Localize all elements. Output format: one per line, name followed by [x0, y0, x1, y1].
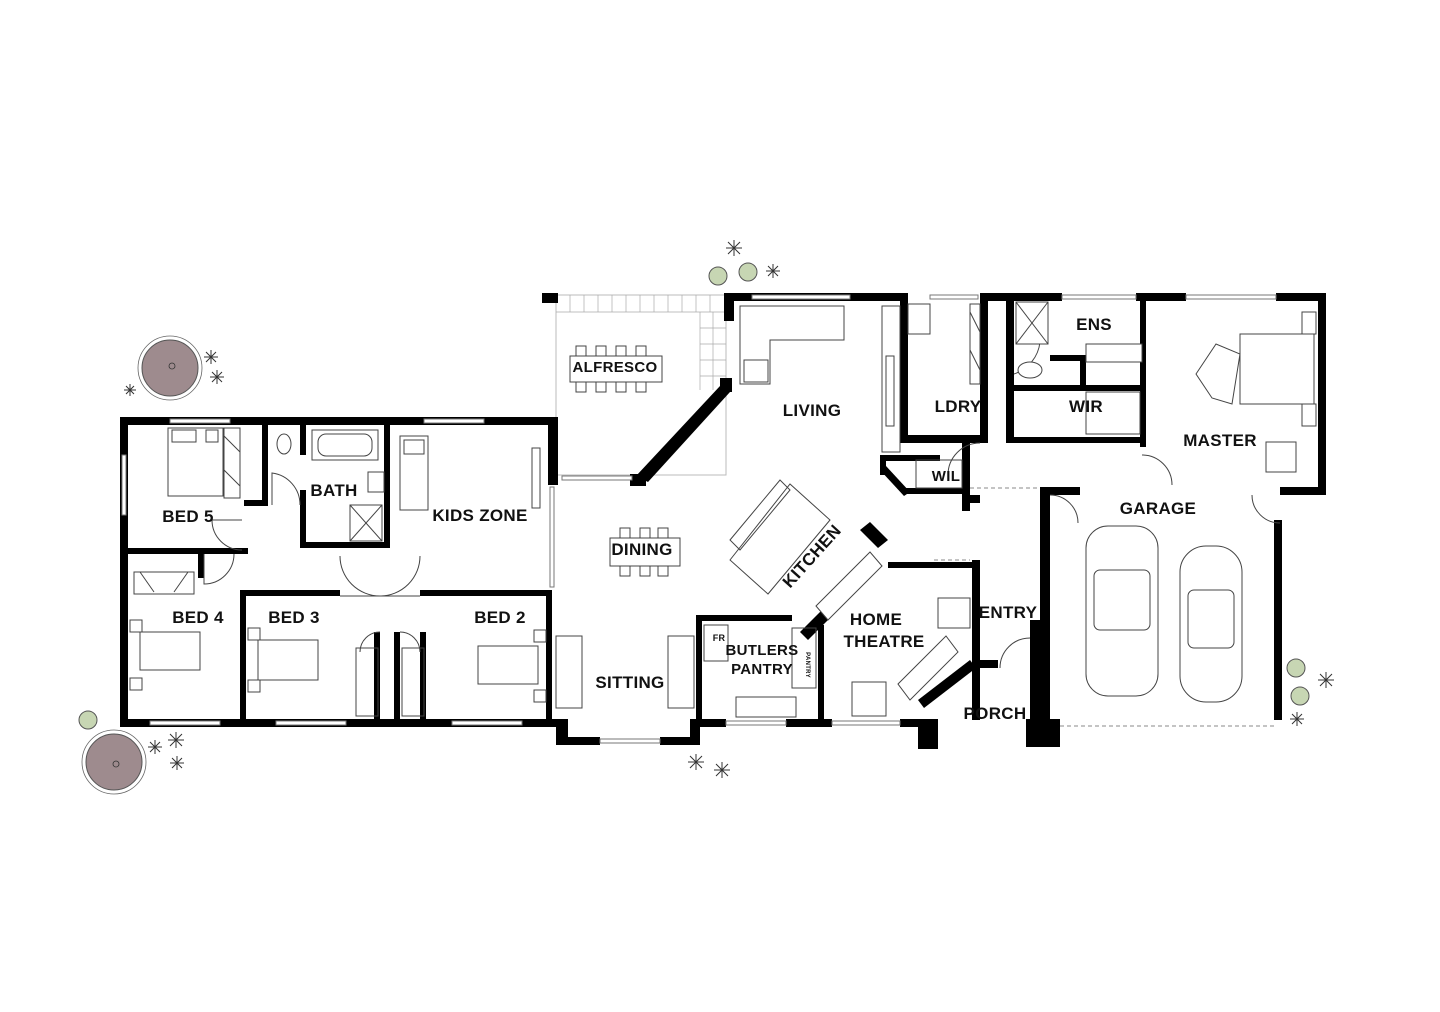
label-bed4: BED 4 — [172, 608, 224, 627]
label-fr: FR — [713, 633, 726, 643]
label-pantry-small: PANTRY — [804, 652, 810, 678]
label-wir: WIR — [1069, 397, 1103, 416]
label-ldry: LDRY — [935, 397, 982, 416]
label-alfresco: ALFRESCO — [573, 359, 658, 376]
label-porch: PORCH — [964, 704, 1027, 723]
label-entry: ENTRY — [979, 603, 1038, 622]
shrubs — [78, 262, 1310, 730]
label-wil: WIL — [932, 468, 960, 485]
label-pantry: PANTRY — [731, 661, 793, 678]
label-ens: ENS — [1076, 315, 1112, 334]
furniture — [129, 301, 1317, 727]
label-dining: DINING — [611, 540, 672, 559]
label-home: HOME — [850, 610, 902, 629]
label-sitting: SITTING — [595, 673, 664, 692]
landscaping — [78, 240, 1334, 795]
alfresco-paving — [555, 294, 727, 476]
label-theatre: THEATRE — [843, 632, 924, 651]
label-living: LIVING — [783, 401, 841, 420]
label-bed2: BED 2 — [474, 608, 526, 627]
tree-top-left — [137, 335, 203, 401]
label-garage: GARAGE — [1120, 499, 1196, 518]
label-kids-zone: KIDS ZONE — [432, 506, 527, 525]
label-master: MASTER — [1183, 431, 1257, 450]
tree-bottom-left — [81, 729, 147, 795]
label-bath: BATH — [310, 481, 357, 500]
label-bed5: BED 5 — [162, 507, 214, 526]
label-bed3: BED 3 — [268, 608, 320, 627]
star-plants — [124, 240, 1334, 778]
windows — [121, 294, 1277, 744]
label-butlers: BUTLERS — [726, 642, 799, 659]
